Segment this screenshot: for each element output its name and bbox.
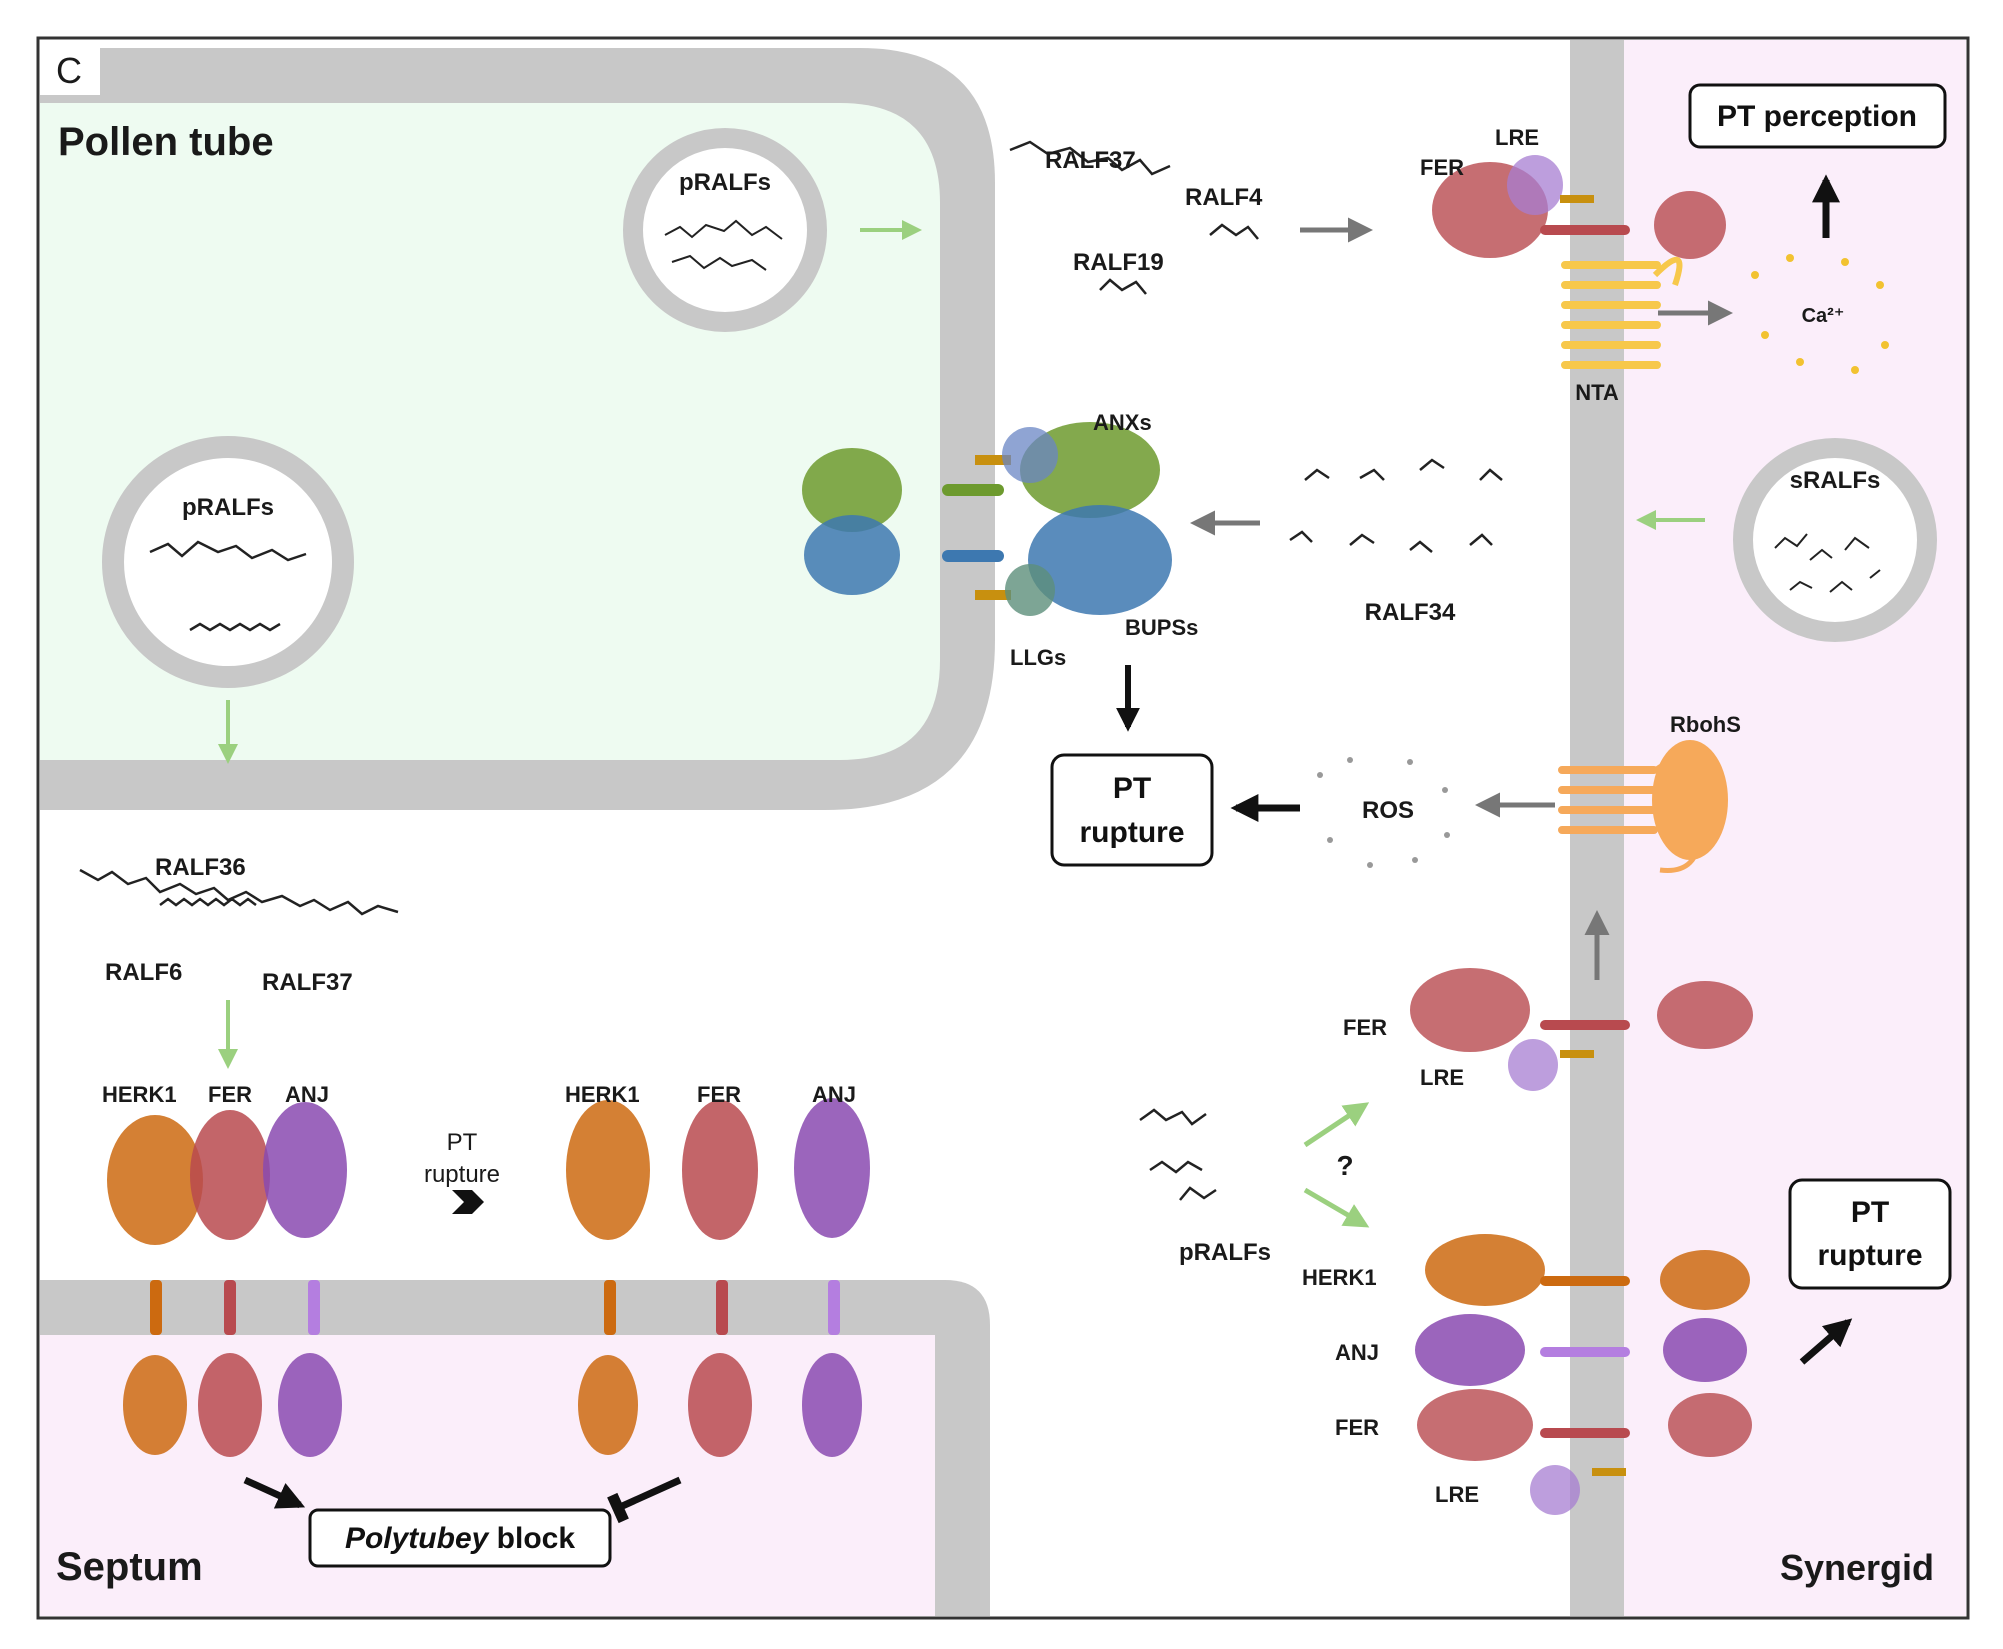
svg-text:RALF4: RALF4: [1185, 184, 1263, 211]
septum-receptors-before: HERK1 FER ANJ: [102, 1082, 347, 1457]
panel-letter: C: [56, 50, 82, 91]
nta-channel: NTA: [1561, 256, 1683, 405]
svg-text:ANXs: ANXs: [1093, 410, 1152, 435]
synergid-label: Synergid: [1780, 1547, 1934, 1588]
svg-text:Polytubey block: Polytubey block: [345, 1522, 575, 1555]
svg-text:FER: FER: [697, 1082, 741, 1107]
vesicle-sralfs: sRALFs: [1733, 438, 1937, 642]
svg-text:pRALFs: pRALFs: [679, 169, 771, 196]
svg-text:NTA: NTA: [1575, 380, 1619, 405]
receptors-to-polytubey-arrow: [243, 1476, 306, 1509]
polytubey-block-box: Polytubey block: [308, 1508, 612, 1568]
svg-text:PT: PT: [1851, 1196, 1889, 1229]
panel-letter-box: [40, 40, 100, 95]
herk1-anj-fer-complex-right: HERK1 ANJ FER LRE: [1302, 1234, 1752, 1515]
svg-text:ANJ: ANJ: [1335, 1340, 1379, 1365]
svg-text:Ca²⁺: Ca²⁺: [1802, 305, 1845, 327]
septum-rupture-label-line2: rupture: [424, 1161, 500, 1188]
pralfs-to-fer-arrow: [1303, 1102, 1370, 1148]
svg-text:FER: FER: [208, 1082, 252, 1107]
septum-region: [40, 1335, 935, 1616]
svg-text:pRALFs: pRALFs: [1179, 1239, 1271, 1266]
svg-text:RALF34: RALF34: [1365, 599, 1456, 626]
chevron-right-icon: [452, 1190, 484, 1214]
svg-text:RALF6: RALF6: [105, 959, 182, 986]
svg-text:pRALFs: pRALFs: [182, 494, 274, 521]
svg-text:RALF36: RALF36: [155, 854, 246, 881]
vesicle-pralfs-top: pRALFs: [623, 128, 827, 332]
fer-lre-complex-mid: FER LRE: [1343, 968, 1753, 1091]
pollen-tube-label: Pollen tube: [58, 120, 274, 164]
septum-receptors-after: HERK1 FER ANJ: [565, 1082, 870, 1457]
pralfs-to-herk1-arrow: [1303, 1187, 1370, 1228]
pt-rupture-box-right: PT rupture: [1788, 1178, 1952, 1290]
ros-particles: ROS: [1317, 757, 1450, 868]
pralfs-free-ligands: pRALFs: [1139, 1108, 1271, 1266]
ralf-ligands-top: RALF37 RALF4 RALF19: [1009, 140, 1263, 295]
svg-text:LRE: LRE: [1495, 125, 1539, 150]
svg-text:FER: FER: [1420, 155, 1464, 180]
svg-text:LRE: LRE: [1435, 1482, 1479, 1507]
svg-text:RALF37: RALF37: [262, 969, 353, 996]
pt-rupture-box-center: PT rupture: [1050, 753, 1214, 867]
septum-rupture-label-line1: PT: [447, 1129, 478, 1156]
svg-text:ANJ: ANJ: [812, 1082, 856, 1107]
svg-text:RbohS: RbohS: [1670, 712, 1741, 737]
ralf34-ligands: RALF34: [1289, 458, 1503, 626]
svg-text:HERK1: HERK1: [1302, 1265, 1377, 1290]
anx-bups-complex: ANXs BUPSs LLGs: [802, 410, 1198, 670]
calcium-ions: Ca²⁺: [1751, 254, 1889, 374]
svg-text:LRE: LRE: [1420, 1065, 1464, 1090]
svg-text:PT: PT: [1113, 772, 1151, 805]
question-mark: ?: [1336, 1150, 1353, 1181]
svg-text:HERK1: HERK1: [565, 1082, 640, 1107]
svg-text:LLGs: LLGs: [1010, 645, 1066, 670]
rboh-enzyme: RbohS: [1558, 712, 1741, 873]
ralf-ligands-septum: RALF36 RALF6 RALF37: [79, 854, 399, 996]
svg-text:RALF19: RALF19: [1073, 249, 1164, 276]
svg-text:RALF37: RALF37: [1045, 147, 1136, 174]
svg-text:HERK1: HERK1: [102, 1082, 177, 1107]
svg-text:sRALFs: sRALFs: [1790, 467, 1881, 494]
septum-label: Septum: [56, 1545, 203, 1589]
pt-perception-box: PT perception: [1688, 83, 1947, 149]
polytubey-inhibition-bar: [607, 1476, 682, 1524]
svg-text:FER: FER: [1335, 1415, 1379, 1440]
synergid-to-rupture-arrow: [1799, 1318, 1853, 1365]
svg-text:BUPSs: BUPSs: [1125, 615, 1198, 640]
svg-text:ANJ: ANJ: [285, 1082, 329, 1107]
svg-text:PT perception: PT perception: [1717, 100, 1917, 133]
svg-text:rupture: rupture: [1818, 1239, 1923, 1272]
fer-lre-complex-top: FER LRE: [1420, 125, 1726, 259]
svg-text:FER: FER: [1343, 1015, 1387, 1040]
vesicle-pralfs-left: pRALFs: [102, 436, 354, 688]
svg-text:rupture: rupture: [1080, 816, 1185, 849]
svg-text:ROS: ROS: [1362, 797, 1414, 824]
